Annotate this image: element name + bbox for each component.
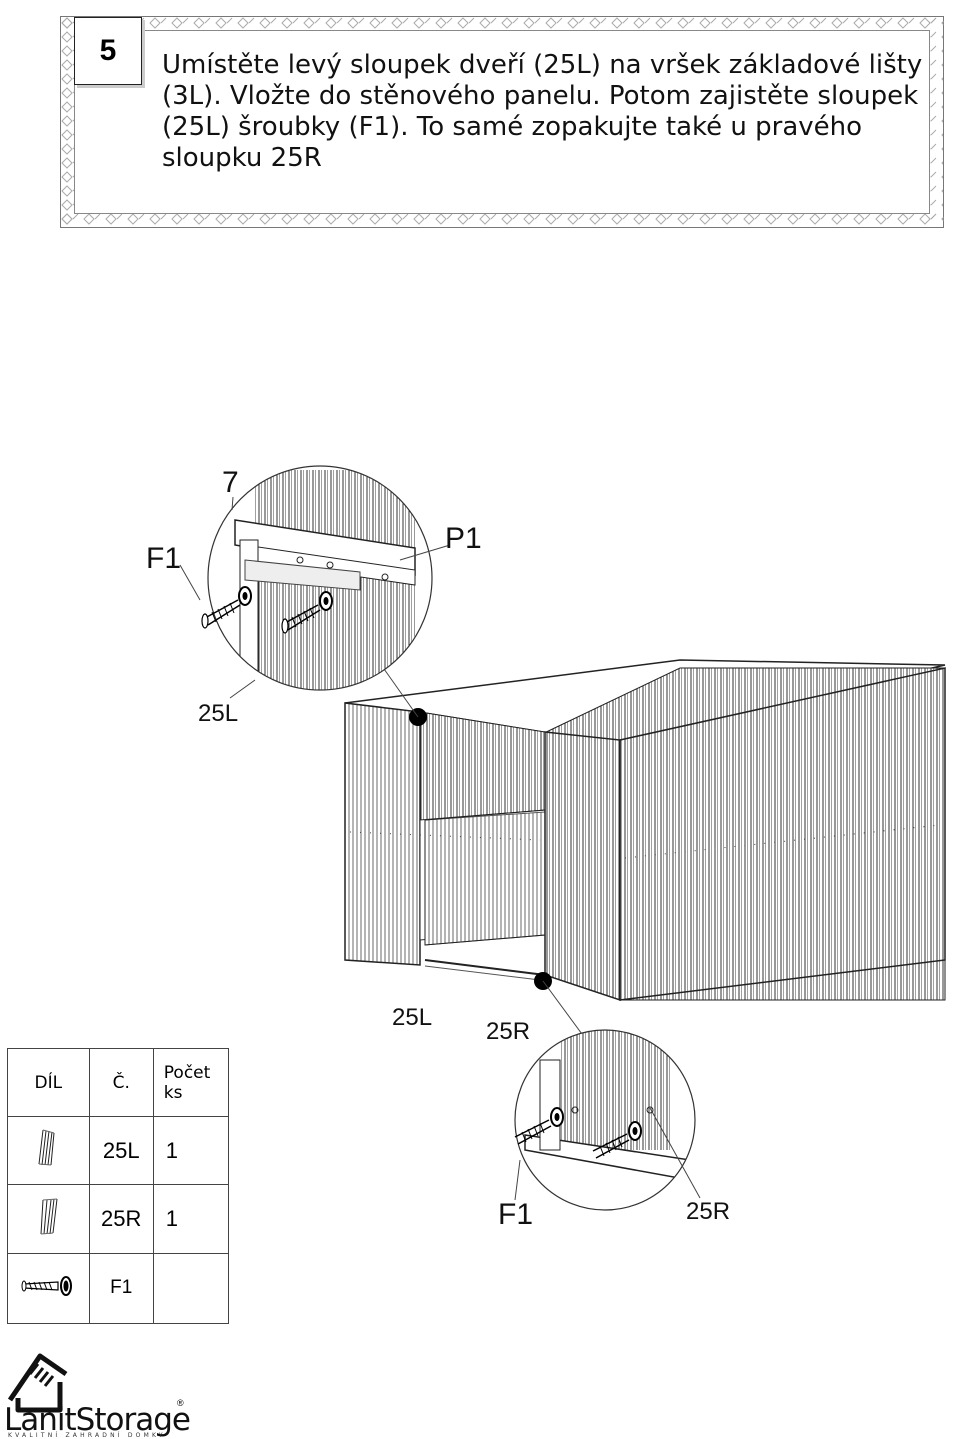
step-number-badge: 5 — [74, 17, 142, 85]
row-code-f1: F1 — [88, 1252, 154, 1325]
table-header-row: DÍL Č. Počet ks — [7, 1047, 230, 1118]
label-f1-bottom: F1 — [498, 1198, 534, 1231]
lanitstorage-logo-house-icon — [7, 1353, 68, 1413]
brand-registered-mark: ® — [177, 1398, 184, 1408]
header-quantity: Počet ks — [152, 1047, 230, 1118]
label-25r-detail: 25R — [686, 1198, 731, 1225]
screw-detail-2 — [281, 591, 333, 634]
shed-illustration — [344, 634, 946, 1046]
screw-detail-3 — [514, 1107, 564, 1145]
label-f1-top: F1 — [146, 542, 182, 575]
table-row: 25R 1 — [7, 1184, 230, 1254]
row-qty-f1 — [152, 1252, 230, 1325]
post-25l-icon — [7, 1116, 90, 1186]
label-p1: P1 — [445, 522, 482, 555]
row-code-25r: 25R — [88, 1184, 154, 1254]
label-25l-top: 25L — [198, 700, 239, 727]
parts-table: DÍL Č. Počet ks 25L 1 25R 1 F1 — [7, 1047, 230, 1325]
label-panel-7: 7 — [222, 466, 239, 499]
label-25r-bottom: 25R — [486, 1018, 531, 1045]
row-qty-25l: 1 — [152, 1116, 230, 1186]
label-25l-bottom: 25L — [392, 1004, 433, 1031]
screw-icon — [7, 1252, 90, 1325]
header-number: Č. — [88, 1047, 154, 1118]
table-row: F1 — [7, 1252, 230, 1325]
header-part: DÍL — [7, 1047, 90, 1118]
bottom-detail-view — [514, 1029, 701, 1211]
post-25r-icon — [7, 1184, 90, 1254]
brand-name: LanitStorage — [4, 1402, 191, 1438]
header-frame — [60, 16, 944, 228]
row-qty-25r: 1 — [152, 1184, 230, 1254]
table-row: 25L 1 — [7, 1116, 230, 1186]
top-detail-view — [179, 465, 451, 699]
screw-detail-1 — [201, 586, 252, 629]
row-code-25l: 25L — [88, 1116, 154, 1186]
instruction-text: Umístěte levý sloupek dveří (25L) na vrš… — [162, 50, 923, 173]
screw-detail-4 — [592, 1121, 642, 1159]
brand-tagline: KVALITNÍ ZAHRADNÍ DOMKY — [8, 1432, 166, 1439]
